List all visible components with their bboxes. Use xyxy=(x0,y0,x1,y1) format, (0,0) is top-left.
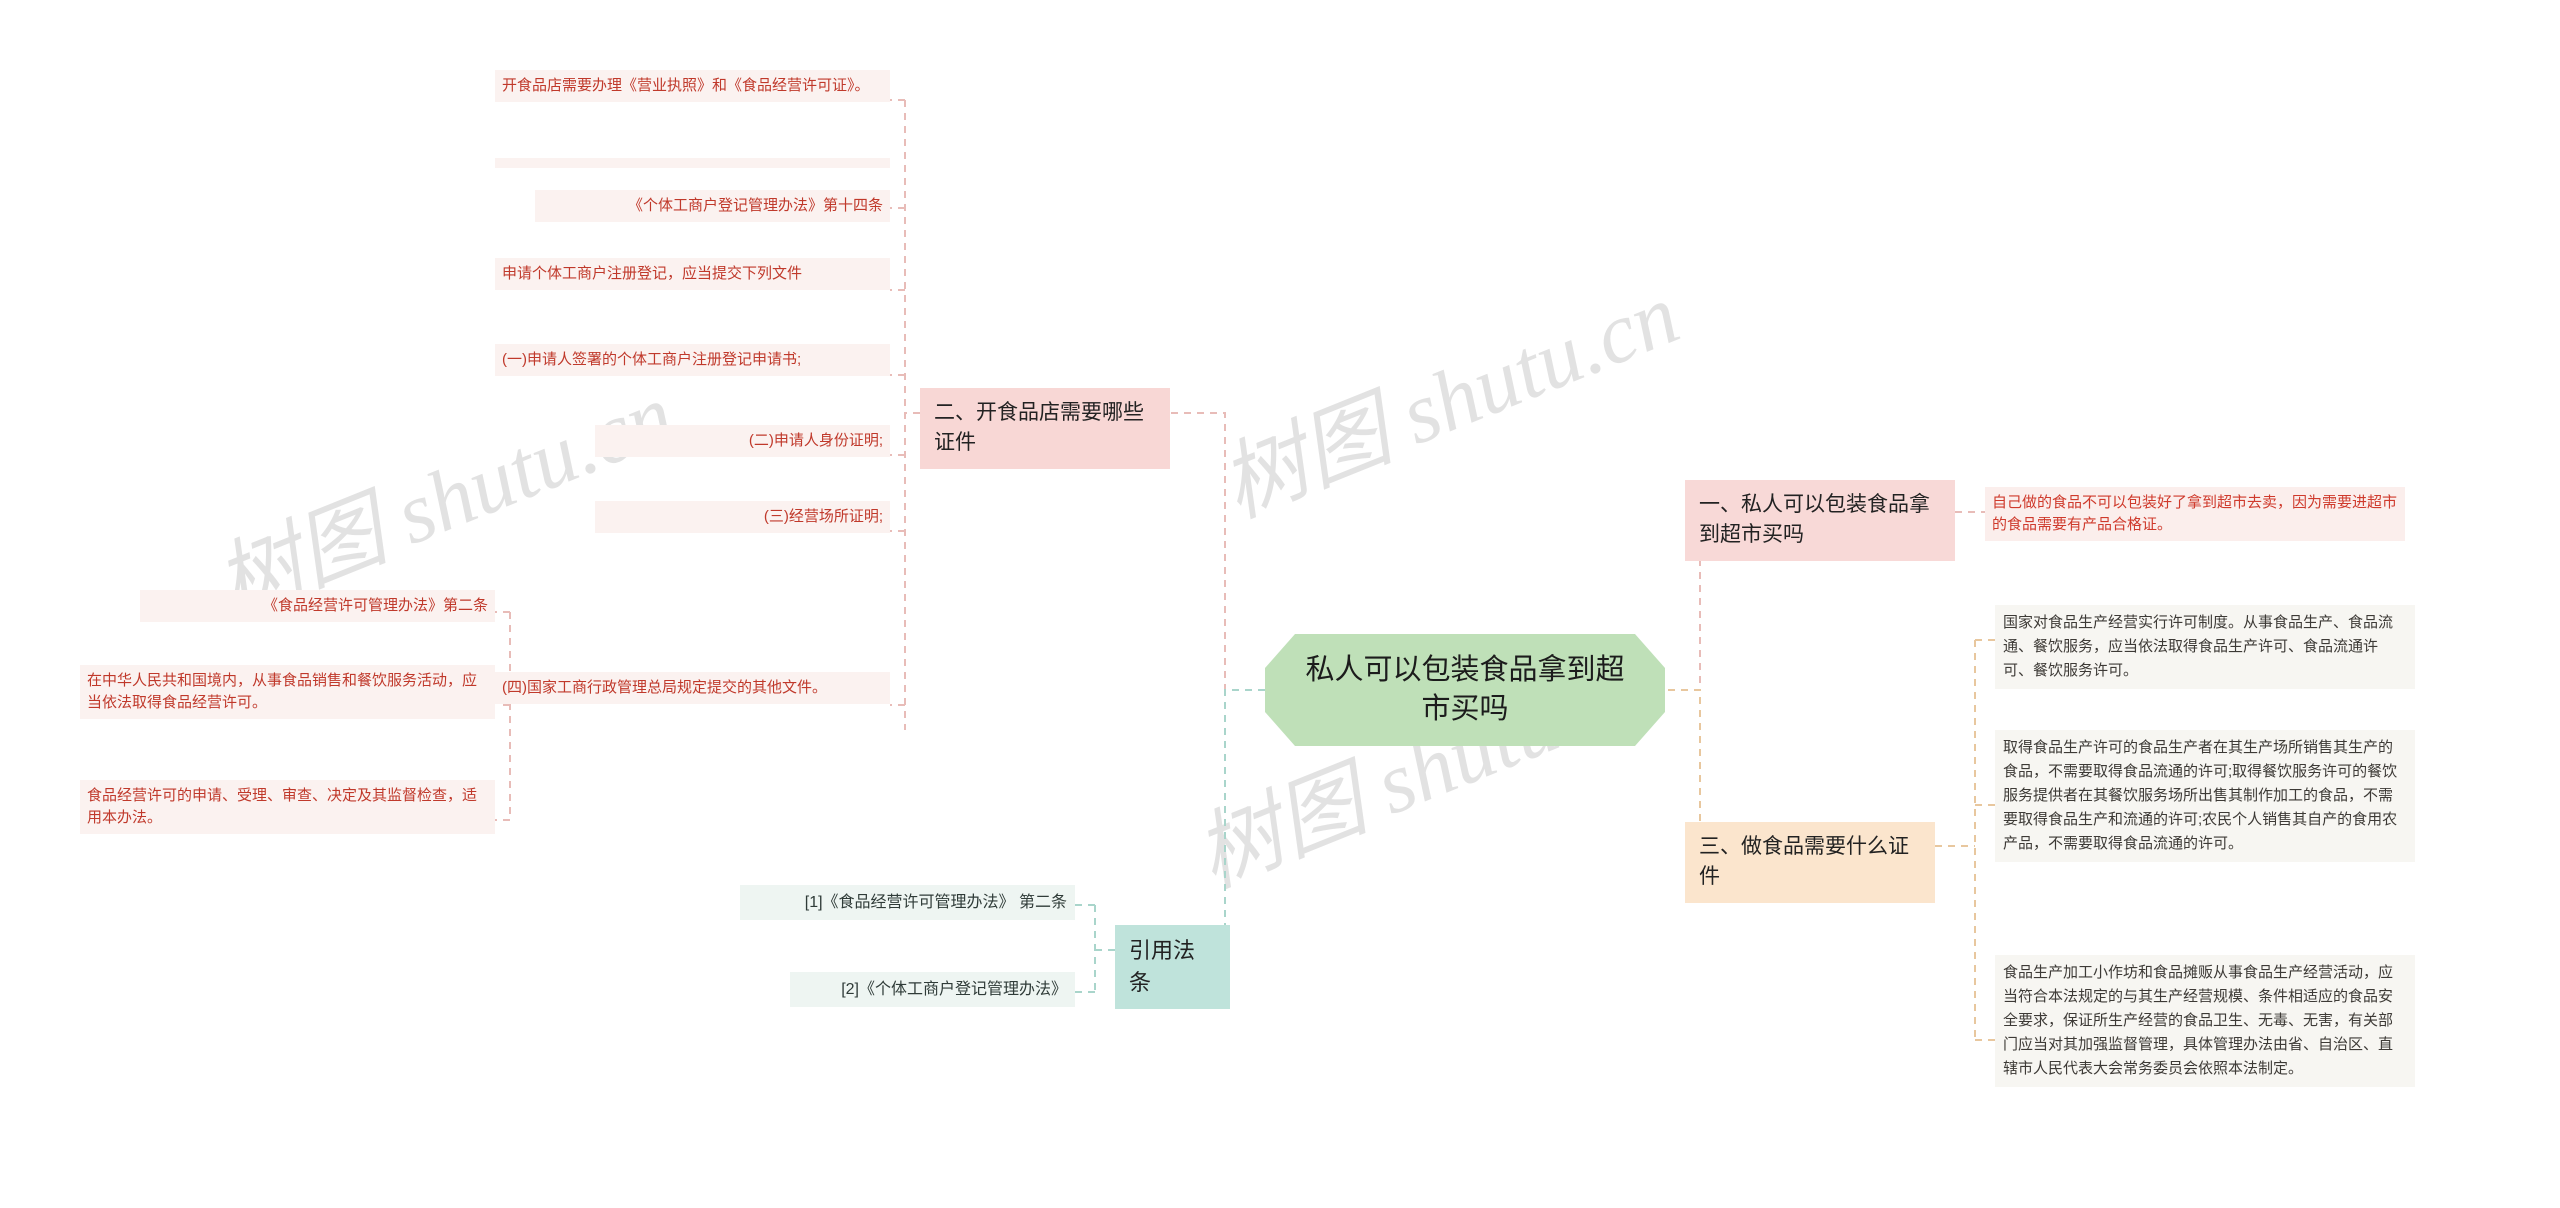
leaf-text: [2]《个体工商户登记管理办法》 xyxy=(841,981,1067,998)
center-node-label: 私人可以包装食品拿到超市买吗 xyxy=(1305,653,1625,725)
leaf-text: (四)国家工商行政管理总局规定提交的其他文件。 xyxy=(502,679,827,696)
leaf-text: 食品生产加工小作坊和食品摊贩从事食品生产经营活动，应当符合本法规定的与其生产经营… xyxy=(2003,964,2394,1077)
leaf-license-system[interactable]: 国家对食品生产经营实行许可制度。从事食品生产、食品流通、餐饮服务，应当依法取得食… xyxy=(1995,605,2415,689)
leaf-text: 国家对食品生产经营实行许可制度。从事食品生产、食品流通、餐饮服务，应当依法取得食… xyxy=(2003,614,2394,679)
leaf-text: 自己做的食品不可以包装好了拿到超市去卖，因为需要进超市的食品需要有产品合格证。 xyxy=(1992,494,2398,533)
leaf-text: 《食品经营许可管理办法》第二条 xyxy=(262,597,488,614)
leaf-open-food-store-licenses[interactable]: 开食品店需要办理《营业执照》和《食品经营许可证》。 xyxy=(495,70,890,102)
leaf-doc-item-2[interactable]: (二)申请人身份证明; xyxy=(595,425,890,457)
leaf-doc-item-4[interactable]: (四)国家工商行政管理总局规定提交的其他文件。 xyxy=(495,672,890,704)
leaf-license-exemptions[interactable]: 取得食品生产许可的食品生产者在其生产场所销售其生产的食品，不需要取得食品流通的许… xyxy=(1995,730,2415,862)
leaf-registration-regulation-article14[interactable]: 《个体工商户登记管理办法》第十四条 xyxy=(535,190,890,222)
branch-node-three[interactable]: 三、做食品需要什么证件 xyxy=(1685,822,1935,903)
leaf-food-permit-regulation-article2[interactable]: 《食品经营许可管理办法》第二条 xyxy=(140,590,495,622)
leaf-doc-item-1[interactable]: (一)申请人签署的个体工商户注册登记申请书; xyxy=(495,344,890,376)
leaf-cannot-sell-homemade[interactable]: 自己做的食品不可以包装好了拿到超市去卖，因为需要进超市的食品需要有产品合格证。 xyxy=(1985,487,2405,541)
watermark: 树图 shutu.cn xyxy=(1207,265,1692,536)
branch-node-one-label: 一、私人可以包装食品拿到超市买吗 xyxy=(1699,493,1930,547)
leaf-apply-registration-intro[interactable]: 申请个体工商户注册登记，应当提交下列文件 xyxy=(495,258,890,290)
leaf-doc-item-3[interactable]: (三)经营场所证明; xyxy=(595,501,890,533)
leaf-permit-procedure-scope[interactable]: 食品经营许可的申请、受理、审查、决定及其监督检查，适用本办法。 xyxy=(80,780,495,834)
leaf-text: (一)申请人签署的个体工商户注册登记申请书; xyxy=(502,351,802,368)
leaf-text: [1]《食品经营许可管理办法》 第二条 xyxy=(804,894,1067,911)
leaf-text: 开食品店需要办理《营业执照》和《食品经营许可证》。 xyxy=(502,77,870,94)
branch-node-two-label: 二、开食品店需要哪些证件 xyxy=(934,401,1144,455)
leaf-small-workshops-vendors[interactable]: 食品生产加工小作坊和食品摊贩从事食品生产经营活动，应当符合本法规定的与其生产经营… xyxy=(1995,955,2415,1087)
citation-item-2[interactable]: [2]《个体工商户登记管理办法》 xyxy=(790,972,1075,1008)
leaf-text: 取得食品生产许可的食品生产者在其生产场所销售其生产的食品，不需要取得食品流通的许… xyxy=(2003,739,2398,852)
leaf-text: 《个体工商户登记管理办法》第十四条 xyxy=(627,197,883,214)
leaf-text: (二)申请人身份证明; xyxy=(748,432,883,449)
citation-item-1[interactable]: [1]《食品经营许可管理办法》 第二条 xyxy=(740,885,1075,921)
leaf-text: (三)经营场所证明; xyxy=(763,508,883,525)
branch-node-citations[interactable]: 引用法条 xyxy=(1115,925,1230,1009)
leaf-text: 在中华人民共和国境内，从事食品销售和餐饮服务活动，应当依法取得食品经营许可。 xyxy=(87,672,478,711)
leaf-submit-documents-intro[interactable] xyxy=(495,158,890,168)
branch-node-three-label: 三、做食品需要什么证件 xyxy=(1699,835,1909,889)
leaf-text: 食品经营许可的申请、受理、审查、决定及其监督检查，适用本办法。 xyxy=(87,787,478,826)
center-node[interactable]: 私人可以包装食品拿到超市买吗 xyxy=(1265,634,1665,746)
branch-node-citations-label: 引用法条 xyxy=(1129,938,1196,995)
branch-node-one[interactable]: 一、私人可以包装食品拿到超市买吗 xyxy=(1685,480,1955,561)
leaf-permit-required-prc[interactable]: 在中华人民共和国境内，从事食品销售和餐饮服务活动，应当依法取得食品经营许可。 xyxy=(80,665,495,719)
leaf-text: 申请个体工商户注册登记，应当提交下列文件 xyxy=(502,265,803,282)
branch-node-two[interactable]: 二、开食品店需要哪些证件 xyxy=(920,388,1170,469)
